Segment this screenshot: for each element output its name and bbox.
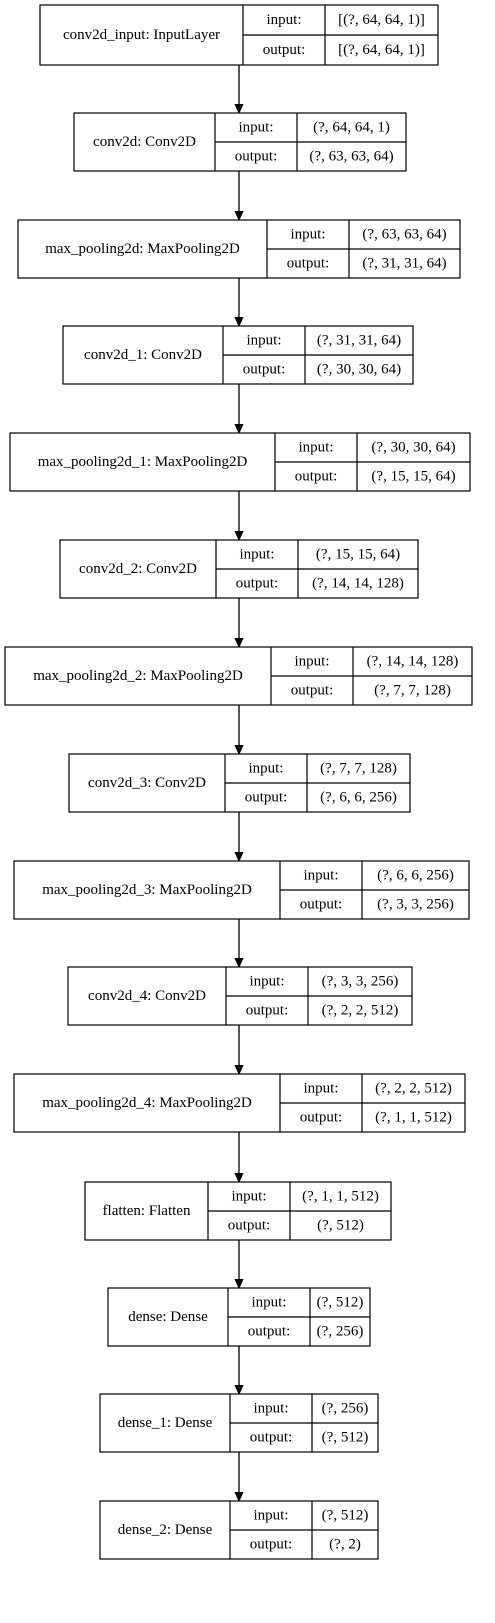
output-label: output: [243,362,286,378]
input-shape: (?, 256) [322,1401,369,1417]
input-shape: (?, 6, 6, 256) [377,868,454,884]
output-label: output: [295,469,338,485]
layer-name: conv2d_3: Conv2D [88,775,206,791]
layer-node: max_pooling2d_3: MaxPooling2D input: outpu… [13,860,470,920]
input-shape: (?, 7, 7, 128) [320,761,397,777]
layer-name: max_pooling2d_2: MaxPooling2D [33,668,243,684]
layer-name: conv2d: Conv2D [93,134,196,150]
input-shape: (?, 14, 14, 128) [367,654,459,670]
layer-name: conv2d_4: Conv2D [88,988,206,1004]
output-shape: (?, 30, 30, 64) [317,362,401,378]
layer-node: conv2d_1: Conv2D input: output: (?, 31, 31,… [62,325,414,385]
output-shape: (?, 14, 14, 128) [312,576,404,592]
layer-node: flatten: Flatten input: output: (?, 1, 1, 5… [84,1181,392,1241]
layer-node: dense: Dense input: output: (?, 512) (?, 256… [107,1287,371,1347]
output-label: output: [300,897,343,913]
output-label: output: [235,149,278,165]
input-label: input: [266,12,301,28]
layer-node: max_pooling2d_1: MaxPooling2D input: outpu… [9,432,471,492]
input-label: input: [249,974,284,990]
output-label: output: [246,1003,289,1019]
layer-name: conv2d_2: Conv2D [79,561,197,577]
layer-name: max_pooling2d_3: MaxPooling2D [42,882,252,898]
output-shape: (?, 512) [322,1430,369,1446]
output-label: output: [263,42,306,58]
input-shape: (?, 3, 3, 256) [322,974,399,990]
output-shape: (?, 6, 6, 256) [320,790,397,806]
input-shape: [(?, 64, 64, 1)] [338,12,425,28]
input-label: input: [298,440,333,456]
input-label: input: [253,1508,288,1524]
output-label: output: [287,256,330,272]
input-shape: (?, 63, 63, 64) [362,227,446,243]
layer-node: conv2d: Conv2D input: output: (?, 64, 64, 1… [73,112,407,172]
output-label: output: [291,683,334,699]
input-label: input: [294,654,329,670]
output-shape: (?, 256) [317,1324,364,1340]
input-shape: (?, 2, 2, 512) [375,1081,452,1097]
output-label: output: [236,576,279,592]
layer-name: max_pooling2d_1: MaxPooling2D [38,454,248,470]
input-shape: (?, 15, 15, 64) [316,547,400,563]
output-shape: (?, 2) [329,1537,361,1553]
layer-name: dense: Dense [128,1309,208,1325]
layer-name: max_pooling2d: MaxPooling2D [45,241,240,257]
layer-node: conv2d_3: Conv2D input: output: (?, 7, 7, 1… [68,753,411,813]
input-label: input: [290,227,325,243]
output-shape: (?, 63, 63, 64) [309,149,393,165]
input-shape: (?, 64, 64, 1) [313,120,390,136]
input-label: input: [248,761,283,777]
input-shape: (?, 1, 1, 512) [302,1189,379,1205]
input-label: input: [246,333,281,349]
output-label: output: [250,1537,293,1553]
input-label: input: [253,1401,288,1417]
output-shape: (?, 512) [317,1218,364,1234]
layer-name: dense_1: Dense [118,1415,213,1431]
input-shape: (?, 512) [317,1295,364,1311]
output-shape: (?, 31, 31, 64) [362,256,446,272]
output-label: output: [228,1218,271,1234]
output-shape: [(?, 64, 64, 1)] [338,42,425,58]
output-label: output: [300,1110,343,1126]
input-shape: (?, 30, 30, 64) [371,440,455,456]
input-label: input: [238,120,273,136]
input-label: input: [231,1189,266,1205]
output-label: output: [248,1324,291,1340]
output-label: output: [245,790,288,806]
input-shape: (?, 512) [322,1508,369,1524]
output-shape: (?, 3, 3, 256) [377,897,454,913]
input-label: input: [239,547,274,563]
layer-name: conv2d_1: Conv2D [84,347,202,363]
layer-node: dense_1: Dense input: output: (?, 256) (?, 5… [99,1393,379,1453]
input-shape: (?, 31, 31, 64) [317,333,401,349]
nodes: conv2d_input: InputLayer input: output: [(?… [4,4,473,1560]
layer-node: conv2d_2: Conv2D input: output: (?, 15, 15,… [59,539,419,599]
output-shape: (?, 15, 15, 64) [371,469,455,485]
input-label: input: [303,1081,338,1097]
layer-name: max_pooling2d_4: MaxPooling2D [42,1095,252,1111]
layer-node: conv2d_4: Conv2D input: output: (?, 3, 3, 2… [67,966,413,1026]
output-shape: (?, 7, 7, 128) [374,683,451,699]
output-shape: (?, 2, 2, 512) [322,1003,399,1019]
layer-node: max_pooling2d: MaxPooling2D input: output:… [17,219,461,279]
layer-node: dense_2: Dense input: output: (?, 512) (?, 2… [99,1500,379,1560]
layer-name: dense_2: Dense [118,1522,213,1538]
layer-node: max_pooling2d_4: MaxPooling2D input: outpu… [13,1073,466,1133]
layer-name: conv2d_input: InputLayer [63,27,220,43]
layer-node: conv2d_input: InputLayer input: output: [(?… [39,4,439,66]
layer-name: flatten: Flatten [103,1203,191,1219]
layer-node: max_pooling2d_2: MaxPooling2D input: outpu… [4,646,473,706]
output-label: output: [250,1430,293,1446]
input-label: input: [251,1295,286,1311]
input-label: input: [303,868,338,884]
output-shape: (?, 1, 1, 512) [375,1110,452,1126]
